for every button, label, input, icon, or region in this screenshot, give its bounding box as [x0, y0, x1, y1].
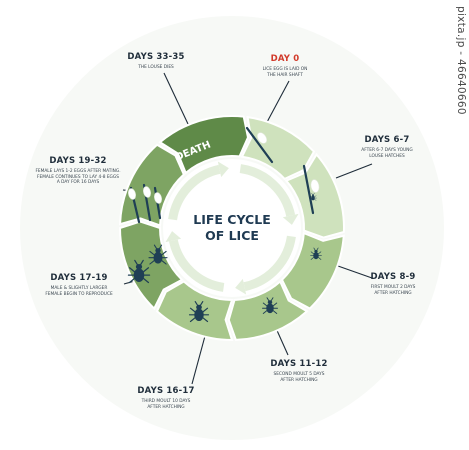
- stage-label-days-17-19: DAYS 17-19 MALE & SLIGHTLY LARGER FEMALE…: [36, 273, 122, 297]
- nit-egg-icon: [256, 132, 268, 144]
- desc-line: FEMALE CONTINUES TO LAY 4-8 EGGS: [37, 174, 119, 180]
- inner-arc: [168, 164, 221, 221]
- stage-day: DAYS 16-17: [137, 386, 195, 396]
- stage-day: DAYS 19-32: [49, 156, 107, 166]
- title-line-2: OF LICE: [205, 228, 259, 243]
- leader-line: [337, 265, 373, 279]
- nymph-icon: [262, 297, 278, 314]
- hair-shaft-icon: [302, 164, 315, 215]
- young-louse-icon: [309, 192, 317, 201]
- desc-line: AFTER 6-7 DAYS YOUNG: [361, 148, 413, 153]
- desc-line: LOUSE HATCHES: [369, 153, 405, 159]
- stage-label-days-6-7: DAYS 6-7 AFTER 6-7 DAYS YOUNG LOUSE HATC…: [349, 135, 425, 159]
- inner-arrow-head: [165, 231, 182, 243]
- inner-arc: [243, 235, 296, 292]
- watermark-text: pixta.jp - 46640660: [455, 6, 467, 115]
- stage-label-days-8-9: DAYS 8-9 FIRST MOULT 2 DAYS AFTER HATCHI…: [358, 272, 428, 296]
- desc-line: FEMALE LAYS 1-2 EGGS AFTER MATING.: [35, 169, 121, 174]
- stage-day: DAYS 11-12: [270, 359, 328, 369]
- desc-line: FEMALE BEGIN TO REPRODUCE: [45, 291, 113, 297]
- inner-arrow-head: [235, 278, 247, 295]
- leader-line: [191, 335, 206, 385]
- desc-line: MALE & SLIGHTLY LARGER: [50, 286, 108, 291]
- stage-day: DAYS 6-7: [364, 135, 410, 145]
- stage-label-days-16-17: DAYS 16-17 THIRD MOULT 10 DAYS AFTER HAT…: [130, 386, 202, 410]
- stage-desc: THIRD MOULT 10 DAYS AFTER HATCHING: [130, 399, 202, 410]
- desc-line: LICE EGG IS LAID ON: [262, 67, 308, 72]
- desc-line: THE LOUSE DIES: [138, 65, 174, 70]
- adult-louse-icon: [148, 244, 168, 265]
- inner-arrow-ring: [165, 161, 299, 295]
- adult-louse-icon: [127, 259, 151, 284]
- desc-line: AFTER HATCHING: [280, 377, 318, 383]
- stage-desc: AFTER 6-7 DAYS YOUNG LOUSE HATCHES: [349, 148, 425, 159]
- desc-line: THE HAIR SHAFT: [267, 72, 303, 78]
- leader-line: [163, 72, 189, 125]
- desc-line: A DAY FOR 16 DAYS: [56, 180, 100, 186]
- desc-line: SECOND MOULT 5 DAYS: [273, 372, 325, 377]
- inner-arrow-head: [217, 161, 229, 178]
- stage-day: DAYS 33-35: [127, 52, 185, 62]
- hatching-egg-icon: [310, 179, 320, 193]
- inner-arc: [168, 239, 225, 292]
- leader-line: [335, 163, 373, 179]
- stage-desc: LICE EGG IS LAID ON THE HAIR SHAFT: [255, 67, 315, 78]
- stage-label-day-0: DAY 0 LICE EGG IS LAID ON THE HAIR SHAFT: [255, 54, 315, 78]
- stage-label-days-11-12: DAYS 11-12 SECOND MOULT 5 DAYS AFTER HAT…: [262, 359, 336, 383]
- stage-day: DAY 0: [270, 54, 300, 64]
- stage-desc: SECOND MOULT 5 DAYS AFTER HATCHING: [262, 372, 336, 383]
- stage-desc: THE LOUSE DIES: [116, 65, 196, 71]
- segment-days-8-9: [280, 231, 345, 310]
- stage-day: DAYS 8-9: [370, 272, 416, 282]
- watermark: pixta.jp - 46640660: [455, 6, 467, 146]
- desc-line: AFTER HATCHING: [374, 290, 412, 296]
- nit-egg-icon: [154, 192, 162, 204]
- nit-egg-icon: [143, 186, 151, 198]
- desc-line: FIRST MOULT 2 DAYS: [370, 285, 416, 290]
- nymph-icon: [188, 300, 210, 323]
- nit-egg-icon: [128, 188, 136, 200]
- stage-desc: MALE & SLIGHTLY LARGER FEMALE BEGIN TO R…: [36, 286, 122, 297]
- stage-desc: FIRST MOULT 2 DAYS AFTER HATCHING: [358, 285, 428, 296]
- stage-desc: FEMALE LAYS 1-2 EGGS AFTER MATING. FEMAL…: [28, 169, 128, 186]
- segment-days-6-7: [284, 152, 345, 239]
- stage-label-days-19-32: DAYS 19-32 FEMALE LAYS 1-2 EGGS AFTER MA…: [28, 156, 128, 186]
- leader-line: [265, 80, 290, 125]
- title-line-1: LIFE CYCLE: [193, 212, 271, 227]
- desc-line: THIRD MOULT 10 DAYS: [141, 399, 191, 404]
- hair-shaft-icon: [245, 126, 274, 164]
- stage-day: DAYS 17-19: [50, 273, 108, 283]
- nymph-icon: [310, 247, 322, 260]
- inner-arc: [239, 164, 296, 217]
- stage-label-days-33-35: DAYS 33-35 THE LOUSE DIES: [116, 52, 196, 71]
- inner-arrow-head: [282, 213, 299, 225]
- stage-icons: [127, 126, 322, 323]
- segment-days-17-19: [118, 220, 184, 311]
- inner-disk: [163, 159, 301, 297]
- segment-death: [158, 115, 250, 175]
- desc-line: AFTER HATCHING: [147, 404, 185, 410]
